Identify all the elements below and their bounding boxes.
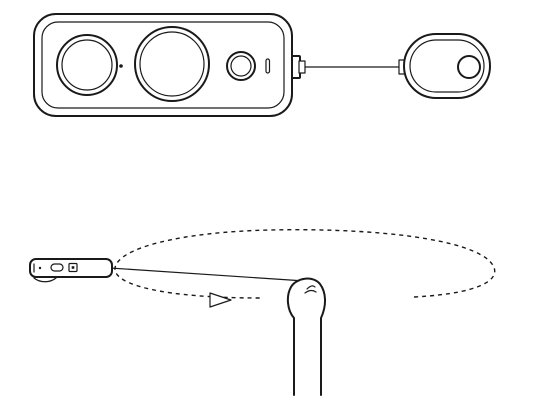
indicator-dot	[119, 64, 123, 68]
camera-top-view	[33, 13, 306, 117]
left-lens-icon	[56, 34, 118, 96]
swing-tether	[109, 267, 306, 282]
remote-control-icon	[398, 33, 491, 99]
arrow-right-icon	[209, 292, 232, 308]
camera-inner-shell	[41, 21, 285, 109]
cable-connector-icon	[291, 55, 306, 79]
status-led-icon	[265, 58, 271, 74]
camera-icon	[29, 258, 113, 283]
center-lens-icon	[134, 26, 210, 102]
shutter-button-icon	[226, 51, 256, 81]
hand-icon	[286, 277, 326, 396]
rotation-path	[114, 229, 496, 299]
